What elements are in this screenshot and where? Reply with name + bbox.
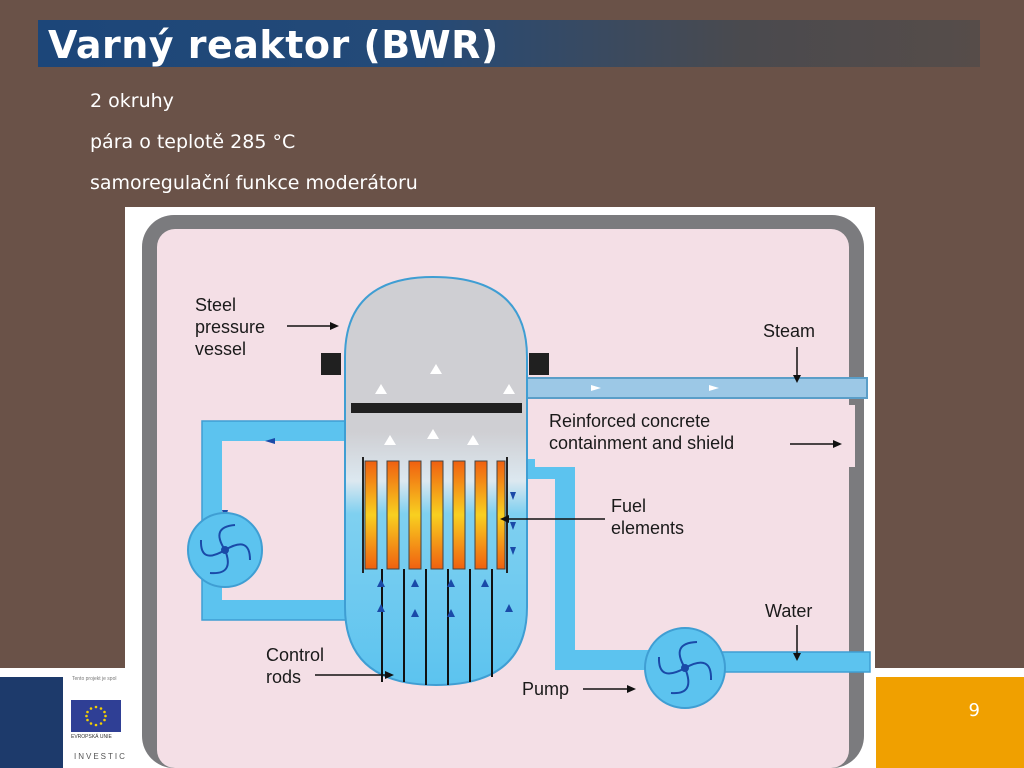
feed-pump-icon xyxy=(644,627,726,709)
slide-title: Varný reaktor (BWR) xyxy=(48,23,499,67)
footer-note: Tento projekt je spol xyxy=(72,676,117,682)
label-containment-1: Reinforced concrete xyxy=(549,411,710,431)
bullet-item: samoregulační funkce moderátoru xyxy=(90,172,418,194)
vessel-flange-right xyxy=(529,353,549,375)
arrow-fuel xyxy=(500,515,605,523)
eu-flag-icon xyxy=(71,700,121,732)
arrow-control xyxy=(315,671,394,679)
containment-label-box xyxy=(535,405,855,467)
steam-separator-plate xyxy=(351,403,522,413)
bullet-item: 2 okruhy xyxy=(90,90,174,112)
arrow-vessel xyxy=(287,322,339,330)
footer-blue-block xyxy=(0,677,63,768)
vessel-flange-left xyxy=(321,353,341,375)
page-number-box xyxy=(876,677,1024,768)
label-containment-2: containment and shield xyxy=(549,433,734,453)
label-control-2: rods xyxy=(266,667,301,687)
label-pump: Pump xyxy=(522,679,569,699)
arrow-water xyxy=(793,625,801,661)
bullet-list: 2 okruhy pára o teplotě 285 °C samoregul… xyxy=(90,86,418,209)
arrow-steam xyxy=(793,347,801,383)
title-bar xyxy=(38,20,980,67)
fuel-elements xyxy=(364,460,506,570)
label-vessel-2: pressure xyxy=(195,317,265,337)
label-vessel-1: Steel xyxy=(195,295,236,315)
control-rods xyxy=(381,569,493,685)
arrow-containment xyxy=(790,440,842,448)
arrow-pump xyxy=(583,685,636,693)
steam-flow-arrows xyxy=(375,364,719,445)
label-water: Water xyxy=(765,601,812,621)
label-fuel-1: Fuel xyxy=(611,496,646,516)
page-number: 9 xyxy=(968,700,980,721)
recirculation-pump-icon xyxy=(187,512,263,588)
investice-label: INVESTICI xyxy=(74,752,132,761)
eu-label: EVROPSKÁ UNIE xyxy=(71,734,112,740)
bwr-diagram: Steel pressure vessel Steam Reinforced c… xyxy=(125,207,875,768)
steam-pipe xyxy=(526,377,868,399)
bullet-item: pára o teplotě 285 °C xyxy=(90,131,296,153)
label-control-1: Control xyxy=(266,645,324,665)
label-vessel-3: vessel xyxy=(195,339,246,359)
water-flow-arrows xyxy=(222,438,516,617)
eu-stars-icon xyxy=(85,705,107,727)
label-fuel-2: elements xyxy=(611,518,684,538)
label-steam: Steam xyxy=(763,321,815,341)
feedwater-pipe xyxy=(523,459,653,670)
